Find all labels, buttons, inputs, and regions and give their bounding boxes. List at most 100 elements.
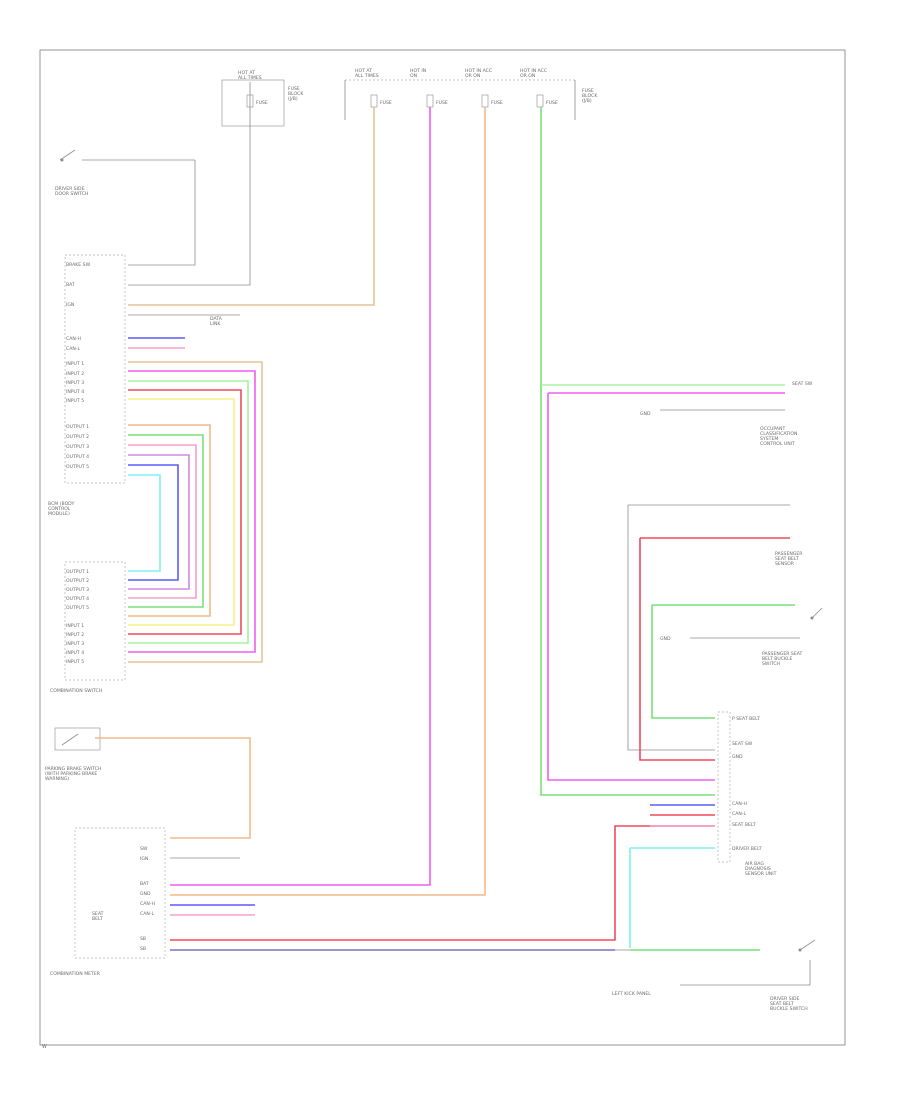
bcm-pin-label: CAN-L [66,346,80,352]
driver-door-switch: DRIVER SIDE DOOR SWITCH [55,149,196,266]
bcm-combsw-wire [128,464,179,581]
bcm-combsw-wire [128,434,204,608]
passenger-belt-switch: GND PASSENGER SEAT BELT BUCKLE SWITCH [651,604,823,719]
meter-pin-label: SW [140,846,148,852]
bcm-pin-labels: BRAKE SW BAT IGN CAN-H CAN-L INPUT 1 INPUT 2 IN… [66,262,91,470]
svg-text:ALL TIMES: ALL TIMES [238,75,262,81]
svg-text:COMBINATION SWITCH: COMBINATION SWITCH [50,688,102,694]
svg-text:BLOCK: BLOCK [288,91,304,97]
combsw-pin-label: INPUT 3 [66,641,84,647]
svg-text:BUCKLE SWITCH: BUCKLE SWITCH [770,1006,808,1012]
bcm-combsw-wire [128,454,190,590]
bcm-pin-label: INPUT 2 [66,371,84,377]
svg-text:AIR BAG: AIR BAG [745,861,764,867]
bcm-combsw-wire [128,398,235,626]
parking-brake-switch: PARKING BRAKE SWITCH (WITH PARKING BRAKE… [45,727,251,839]
svg-text:SYSTEM: SYSTEM [760,436,778,442]
svg-text:BELT: BELT [92,916,103,922]
svg-text:LEFT KICK PANEL: LEFT KICK PANEL [612,991,651,997]
bcm-pin-label: OUTPUT 5 [66,464,89,470]
bcm-pin-label: IGN [66,302,74,308]
airbag-pin-label: CAN-L [732,811,746,817]
svg-text:BCM (BODY: BCM (BODY [48,501,74,507]
svg-text:CLASSIFICATION: CLASSIFICATION [760,431,797,437]
driver-belt-switch: LEFT KICK PANEL DRIVER SIDE SEAT BELT BU… [612,939,816,1012]
svg-text:DRIVER SIDE: DRIVER SIDE [55,186,85,192]
bcm-pin-label: BAT [66,282,75,288]
combsw-pin-label: OUTPUT 4 [66,596,89,602]
bcm-pin-label: INPUT 1 [66,361,84,367]
wire-right-magenta [547,393,715,781]
airbag-pin-label: GND [732,754,743,760]
svg-text:ALL TIMES: ALL TIMES [355,73,379,79]
bcm-pin-label: INPUT 3 [66,380,84,386]
meter-pin-label: GND [140,891,151,897]
bcm-pin-label: CAN-H [66,336,81,342]
wire-meter-red [170,825,715,941]
bcm-pin-label: OUTPUT 3 [66,444,89,450]
bcm-pin-label: INPUT 4 [66,389,84,395]
svg-text:MODULE): MODULE) [48,511,70,517]
svg-text:FUSE: FUSE [288,86,300,92]
svg-text:FUSE: FUSE [256,100,268,106]
airbag-pin-label: SEAT BELT [732,822,756,828]
combsw-pin-label: OUTPUT 5 [66,605,89,611]
bcm-combsw-wire [128,444,197,599]
svg-text:OR ON: OR ON [465,73,480,79]
svg-text:BLOCK: BLOCK [582,93,598,99]
svg-text:DOOR SWITCH: DOOR SWITCH [55,191,88,197]
svg-text:SENSOR: SENSOR [775,561,795,567]
meter-pin-label: IGN [140,856,148,862]
svg-text:SWITCH: SWITCH [762,661,780,667]
diagram-frame [39,49,846,1046]
meter-pin-label: SB [140,946,146,952]
bcm-combsw-wire [128,380,249,644]
svg-text:(J/B): (J/B) [288,96,298,102]
data-link-label: DATA [210,316,223,322]
svg-text:OCCUPANT: OCCUPANT [760,426,785,432]
bcm-pin-label: INPUT 5 [66,398,84,404]
bcm-module: BCM (BODY CONTROL MODULE) [48,254,126,517]
svg-text:WARNING): WARNING) [45,776,69,782]
svg-text:GND: GND [660,636,671,642]
fuse-block-1: HOT AT ALL TIMES FUSE FUSE BLOCK (J/B) [221,70,304,127]
occupant-classification-unit: SEAT SW OCCUPANT CLASSIFICATION SYSTEM C… [760,381,813,447]
svg-text:CONTROL UNIT: CONTROL UNIT [760,441,795,447]
svg-text:DRIVER SIDE: DRIVER SIDE [770,996,800,1002]
svg-text:HOT IN ACC: HOT IN ACC [465,68,492,74]
wire-ign-tan [128,107,375,306]
svg-text:HOT AT: HOT AT [355,68,372,74]
svg-text:HOT IN: HOT IN [410,68,426,74]
combsw-pin-label: INPUT 1 [66,623,84,629]
bcm-pin-label: BRAKE SW [66,262,91,268]
wire-magenta-main [170,107,431,886]
airbag-pin-label: P SEAT BELT [732,716,760,722]
meter-pin-label: CAN-H [140,901,155,907]
combsw-pin-label: INPUT 4 [66,650,84,656]
svg-text:SENSOR UNIT: SENSOR UNIT [745,871,777,877]
svg-text:OR ON: OR ON [520,73,535,79]
footer-code: W [42,1044,47,1050]
meter-pin-label: SB [140,936,146,942]
combsw-pin-label: OUTPUT 1 [66,569,89,575]
wire-green-main [540,107,715,796]
svg-text:SEAT SW: SEAT SW [792,381,813,387]
svg-text:SEAT: SEAT [92,911,104,917]
svg-text:(J/B): (J/B) [582,98,592,104]
svg-text:GND: GND [640,411,651,417]
svg-text:FUSE: FUSE [380,100,392,106]
svg-text:FUSE: FUSE [546,100,558,106]
bcm-combsw-wire [128,389,242,635]
svg-text:SEAT BELT: SEAT BELT [770,1001,794,1007]
air-bag-diagnosis-unit: AIR BAG DIAGNOSIS SENSOR UNIT [717,711,777,877]
svg-text:PARKING BRAKE SWITCH: PARKING BRAKE SWITCH [45,766,101,772]
bcm-pin-label: OUTPUT 1 [66,424,89,430]
svg-text:CONTROL: CONTROL [48,506,71,512]
airbag-pin-label: CAN-H [732,801,747,807]
combsw-pin-label: INPUT 2 [66,632,84,638]
svg-text:SEAT BELT: SEAT BELT [775,556,799,562]
